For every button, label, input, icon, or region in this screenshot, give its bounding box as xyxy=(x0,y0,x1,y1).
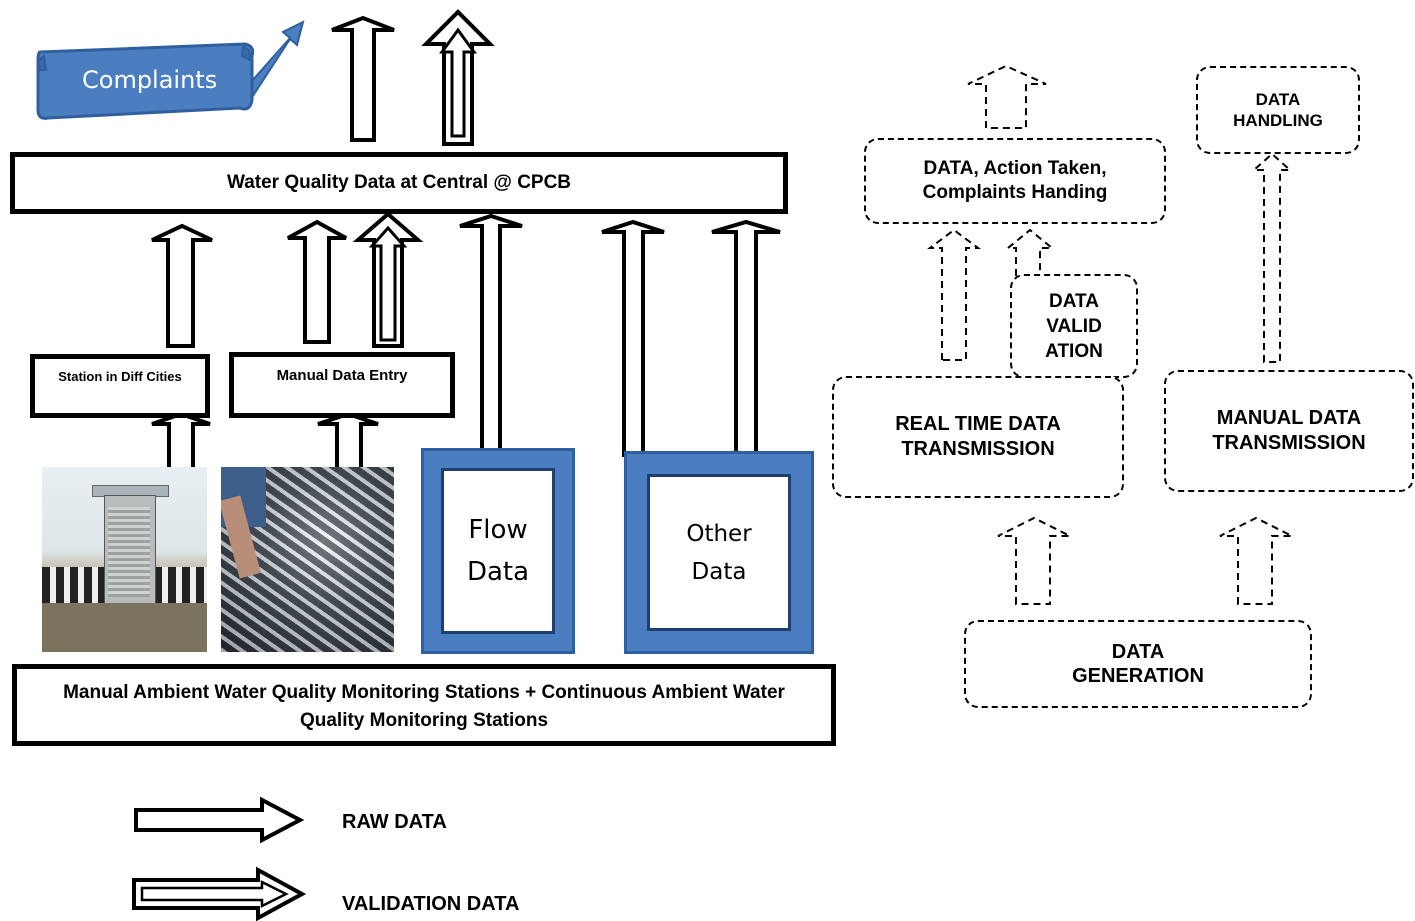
data-handling-box: DATA HANDLING xyxy=(1196,66,1360,154)
top-raw-arrow xyxy=(331,15,395,142)
station-photo xyxy=(42,467,207,652)
other-up-arrow-2 xyxy=(711,219,781,457)
manual-up-arrow xyxy=(287,219,347,344)
data-handling-label: DATA HANDLING xyxy=(1233,90,1323,130)
data-validation-box: DATA VALID ATION xyxy=(1010,274,1138,378)
legend-raw-label: RAW DATA xyxy=(342,811,447,833)
station-box: Station in Diff Cities xyxy=(30,354,210,418)
flow-data-line2: Data xyxy=(466,557,530,587)
monitoring-stations-box: Manual Ambient Water Quality Monitoring … xyxy=(12,664,836,746)
water-sampling-photo xyxy=(221,467,394,652)
action-taken-label: DATA, Action Taken, Complaints Handing xyxy=(922,158,1108,203)
handling-up-arrow xyxy=(1251,152,1293,363)
monitoring-stations-label: Manual Ambient Water Quality Monitoring … xyxy=(63,682,785,731)
data-generation-box: DATA GENERATION xyxy=(964,620,1312,708)
data-validation-line2: VALID xyxy=(1046,315,1102,337)
gen-left-up-arrow xyxy=(997,516,1071,605)
central-data-box: Water Quality Data at Central @ CPCB xyxy=(10,152,788,214)
manual-entry-box: Manual Data Entry xyxy=(229,352,455,418)
legend-raw-arrow xyxy=(134,796,305,844)
legend-validation-label: VALIDATION DATA xyxy=(342,893,520,915)
other-data-line2: Data xyxy=(691,558,747,585)
data-validation-line1: DATA xyxy=(1049,290,1099,312)
central-data-label: Water Quality Data at Central @ CPCB xyxy=(226,172,572,193)
flow-data-box: Flow Data xyxy=(441,468,555,634)
other-up-arrow-1 xyxy=(601,219,665,457)
manual-entry-label: Manual Data Entry xyxy=(276,367,408,384)
real-time-transmission-label: REAL TIME DATA TRANSMISSION xyxy=(895,413,1061,460)
real-time-transmission-box: REAL TIME DATA TRANSMISSION xyxy=(832,376,1124,498)
complaints-banner-label: Complaints xyxy=(82,66,218,94)
station-label: Station in Diff Cities xyxy=(58,369,182,384)
manual-transmission-label: MANUAL DATA TRANSMISSION xyxy=(1212,407,1366,454)
data-validation-line3: ATION xyxy=(1045,340,1103,362)
flow-data-line1: Flow xyxy=(468,515,528,545)
manual-transmission-box: MANUAL DATA TRANSMISSION xyxy=(1164,370,1414,492)
flow-up-arrow xyxy=(459,213,523,454)
other-data-box: Other Data xyxy=(647,474,791,631)
gen-right-up-arrow xyxy=(1219,516,1293,605)
action-taken-box: DATA, Action Taken, Complaints Handing xyxy=(864,138,1166,224)
other-data-line1: Other xyxy=(686,520,752,547)
data-generation-label: DATA GENERATION xyxy=(1072,641,1204,687)
top-validation-arrow xyxy=(421,9,495,146)
station-up-arrow xyxy=(151,223,213,348)
complaints-banner xyxy=(36,42,255,120)
realtime-up-arrow xyxy=(927,228,981,361)
right-top-arrow xyxy=(967,64,1047,129)
legend-validation-arrow xyxy=(132,866,307,921)
manual-validation-arrow xyxy=(352,211,424,348)
